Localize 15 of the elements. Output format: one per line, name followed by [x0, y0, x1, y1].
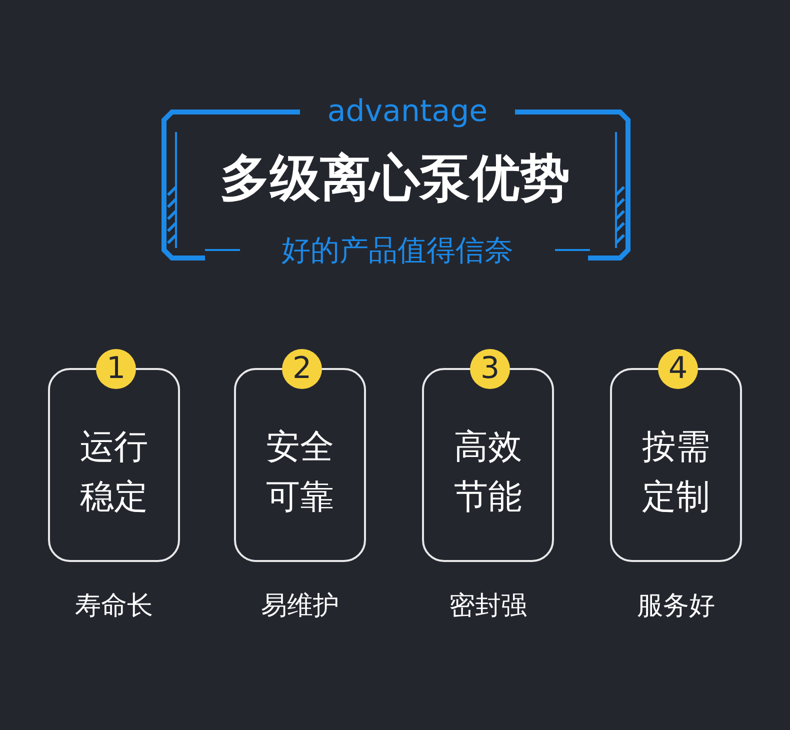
number-badge: 3: [470, 349, 510, 389]
feature-text: 安全可靠: [264, 426, 335, 519]
number-badge: 1: [96, 349, 136, 389]
feature-caption: 服务好: [636, 590, 716, 623]
heading-label: advantage: [326, 93, 489, 131]
feature-text: 运行稳定: [78, 426, 149, 519]
subtitle: 好的产品值得信奈: [280, 232, 514, 269]
feature-text: 按需定制: [640, 426, 711, 519]
title: 多级离心泵优势: [219, 148, 571, 209]
number-badge: 4: [658, 349, 698, 389]
feature-caption: 易维护: [260, 590, 340, 623]
feature-caption: 寿命长: [74, 590, 154, 623]
number-badge: 2: [282, 349, 322, 389]
feature-text: 高效节能: [452, 426, 523, 519]
feature-caption: 密封强: [448, 590, 528, 623]
